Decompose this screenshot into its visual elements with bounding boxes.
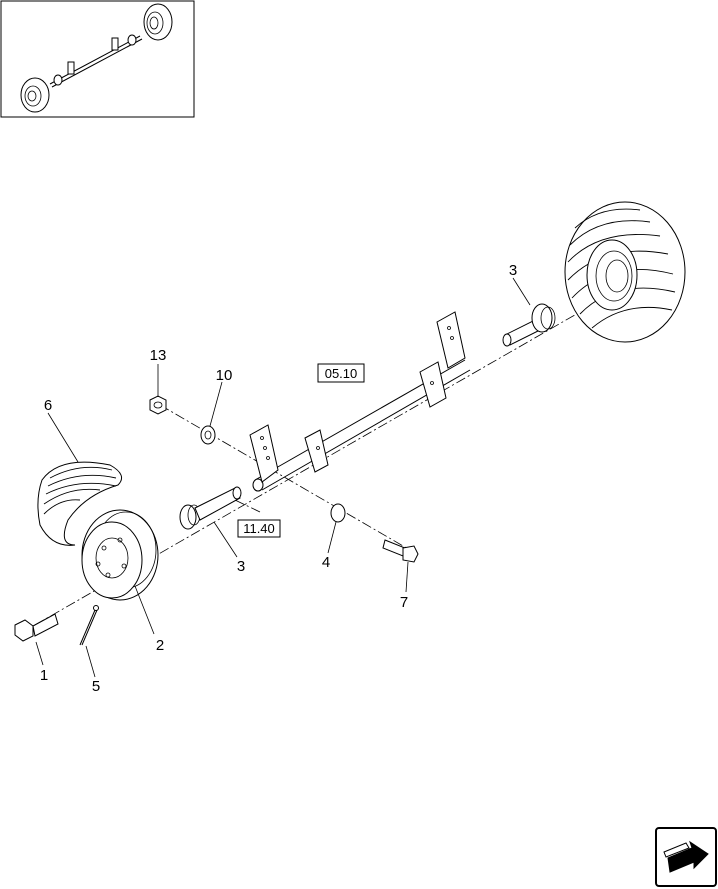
right-tire-assembly bbox=[564, 201, 686, 343]
callout-2: 2 bbox=[156, 637, 164, 654]
axle-bracket-right bbox=[419, 311, 466, 408]
bushing bbox=[330, 503, 346, 523]
reference-05-10[interactable]: 05.10 bbox=[317, 363, 365, 383]
wheel-bolt bbox=[14, 613, 59, 642]
callout-3-right: 3 bbox=[509, 262, 517, 279]
callout-13: 13 bbox=[150, 347, 167, 364]
reference-05-10-label: 05.10 bbox=[325, 366, 358, 381]
callout-3-left: 3 bbox=[237, 558, 245, 575]
callout-10: 10 bbox=[216, 367, 233, 384]
hex-nut bbox=[149, 395, 167, 415]
left-hub-spindle bbox=[179, 486, 242, 530]
thumbnail-right-tire bbox=[143, 3, 173, 41]
reference-11-40[interactable]: 11.40 bbox=[237, 519, 281, 538]
leader-lines bbox=[35, 277, 531, 678]
overview-thumbnail bbox=[0, 0, 195, 118]
wheel-rim bbox=[81, 509, 159, 601]
flat-washer bbox=[200, 425, 216, 445]
right-hub-spindle bbox=[502, 303, 556, 347]
callouts: 6 13 10 3 3 4 7 2 1 5 bbox=[40, 262, 517, 695]
thumbnail-left-tire bbox=[20, 77, 50, 113]
callout-6: 6 bbox=[44, 397, 52, 414]
axle-bracket-left bbox=[249, 424, 329, 483]
reference-11-40-label: 11.40 bbox=[243, 521, 275, 536]
valve-stem bbox=[79, 605, 99, 646]
callout-5: 5 bbox=[92, 678, 100, 695]
next-page-arrow-icon[interactable] bbox=[655, 827, 717, 887]
pivot-bolt bbox=[382, 539, 419, 563]
left-tire bbox=[37, 461, 123, 546]
callout-4: 4 bbox=[322, 554, 330, 571]
thumbnail-axle bbox=[49, 34, 143, 88]
callout-7: 7 bbox=[400, 594, 408, 611]
callout-1: 1 bbox=[40, 667, 48, 684]
